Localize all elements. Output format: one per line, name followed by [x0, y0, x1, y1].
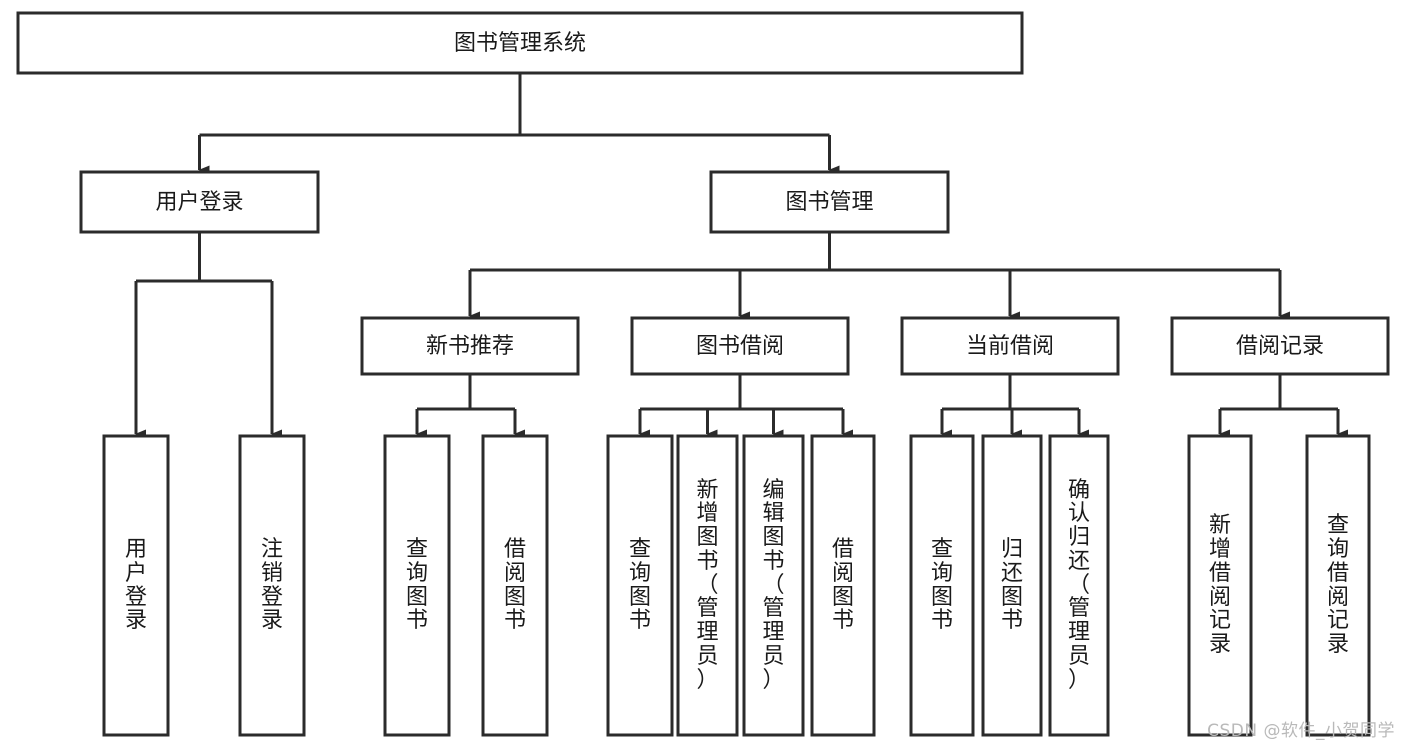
- node-level3-3-label: 借阅记录: [1236, 334, 1324, 359]
- node-level2-0-rect[interactable]: [79, 170, 320, 234]
- node-level3-2-rect[interactable]: [900, 316, 1120, 376]
- node-level2-0-label: 用户登录: [155, 190, 243, 215]
- node-leaf-11-rect[interactable]: [1187, 434, 1253, 737]
- node-leaf-8[interactable]: [909, 434, 975, 737]
- node-leaf-1-rect[interactable]: [238, 434, 306, 737]
- node-leaf-10-rect[interactable]: [1048, 434, 1110, 737]
- node-leaf-9[interactable]: [981, 434, 1043, 737]
- node-level3-0-label: 新书推荐: [426, 334, 514, 359]
- node-leaf-1[interactable]: [238, 434, 306, 737]
- node-leaf-0[interactable]: [102, 434, 170, 737]
- node-level2-1-label: 图书管理: [785, 190, 873, 215]
- node-level2-1-rect[interactable]: [709, 170, 950, 234]
- node-leaf-8-rect[interactable]: [909, 434, 975, 737]
- connector-lines: [134, 73, 1348, 439]
- node-leaf-12-rect[interactable]: [1305, 434, 1371, 737]
- node-root-rect[interactable]: [16, 11, 1024, 75]
- node-leaf-4[interactable]: [606, 434, 674, 737]
- node-leaf-10[interactable]: [1048, 434, 1110, 737]
- node-level3-2-label: 当前借阅: [966, 334, 1054, 359]
- node-leaf-4-rect[interactable]: [606, 434, 674, 737]
- node-level3-3-rect[interactable]: [1170, 316, 1390, 376]
- node-leaf-3[interactable]: [481, 434, 549, 737]
- node-leaf-5[interactable]: [676, 434, 739, 737]
- node-leaf-2-rect[interactable]: [383, 434, 451, 737]
- node-leaf-5-rect[interactable]: [676, 434, 739, 737]
- node-level3-0[interactable]: 新书推荐: [360, 316, 580, 376]
- node-level3-1-rect[interactable]: [630, 316, 850, 376]
- node-level3-2[interactable]: 当前借阅: [900, 316, 1120, 376]
- node-leaf-3-rect[interactable]: [481, 434, 549, 737]
- node-leaf-9-rect[interactable]: [981, 434, 1043, 737]
- node-level3-1[interactable]: 图书借阅: [630, 316, 850, 376]
- node-leaf-6[interactable]: [742, 434, 805, 737]
- node-level3-0-rect[interactable]: [360, 316, 580, 376]
- node-leaf-7-rect[interactable]: [810, 434, 876, 737]
- node-leaf-6-rect[interactable]: [742, 434, 805, 737]
- node-root[interactable]: 图书管理系统: [16, 11, 1024, 75]
- node-leaf-12[interactable]: [1305, 434, 1371, 737]
- node-leaf-11[interactable]: [1187, 434, 1253, 737]
- node-level3-1-label: 图书借阅: [696, 334, 784, 359]
- csdn-watermark: CSDN @软件_小贺同学: [1207, 721, 1395, 741]
- node-level2-0[interactable]: 用户登录: [79, 170, 320, 234]
- node-level3-3[interactable]: 借阅记录: [1170, 316, 1390, 376]
- node-leaf-0-rect[interactable]: [102, 434, 170, 737]
- node-leaf-7[interactable]: [810, 434, 876, 737]
- node-leaf-2[interactable]: [383, 434, 451, 737]
- node-root-label: 图书管理系统: [454, 31, 586, 56]
- node-level2-1[interactable]: 图书管理: [709, 170, 950, 234]
